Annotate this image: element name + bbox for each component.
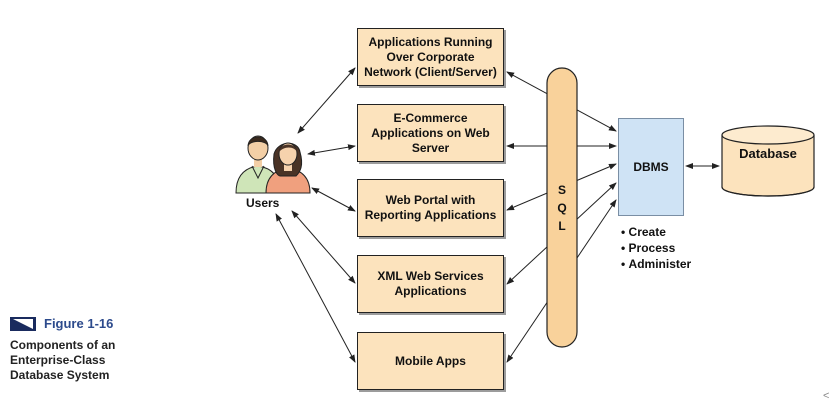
users-label: Users — [246, 196, 280, 210]
user-arrows — [275, 67, 356, 363]
app-box-xml-web-services: XML Web Services Applications — [357, 255, 504, 313]
app-box-ecommerce: E-Commerce Applications on Web Server — [357, 104, 504, 162]
sql-pill — [546, 67, 578, 348]
arrow-users-app1 — [297, 67, 356, 134]
app-box-mobile-apps: Mobile Apps — [357, 332, 504, 390]
database-label: Database — [739, 146, 797, 161]
dbms-function-item: Process — [621, 240, 691, 256]
users-icon — [235, 135, 311, 194]
database-cylinder — [721, 125, 815, 197]
figure-icon — [10, 317, 36, 331]
sql-letter-l: L — [558, 219, 566, 233]
app-box-client-server: Applications Running Over Corporate Netw… — [357, 28, 504, 86]
arrow-users-app4 — [291, 210, 356, 284]
arrow-users-app2 — [307, 144, 356, 156]
app-box-web-portal: Web Portal with Reporting Applications — [357, 179, 504, 237]
arrow-users-app3 — [311, 187, 356, 212]
arrow-users-app5 — [275, 213, 356, 363]
edge-glyph: < — [823, 390, 830, 402]
dbms-arrows — [506, 71, 720, 363]
dbms-box: DBMS — [618, 118, 684, 216]
sql-letter-s: S — [557, 183, 566, 197]
dbms-function-item: Administer — [621, 256, 692, 272]
dbms-label: DBMS — [633, 160, 669, 174]
dbms-functions-list: Create Process Administer — [621, 224, 692, 272]
sql-letter-q: Q — [557, 201, 567, 215]
dbms-function-item: Create — [621, 224, 691, 240]
figure-caption: Components of an Enterprise-Class Databa… — [10, 338, 116, 382]
figure-number: Figure 1-16 — [44, 316, 114, 331]
